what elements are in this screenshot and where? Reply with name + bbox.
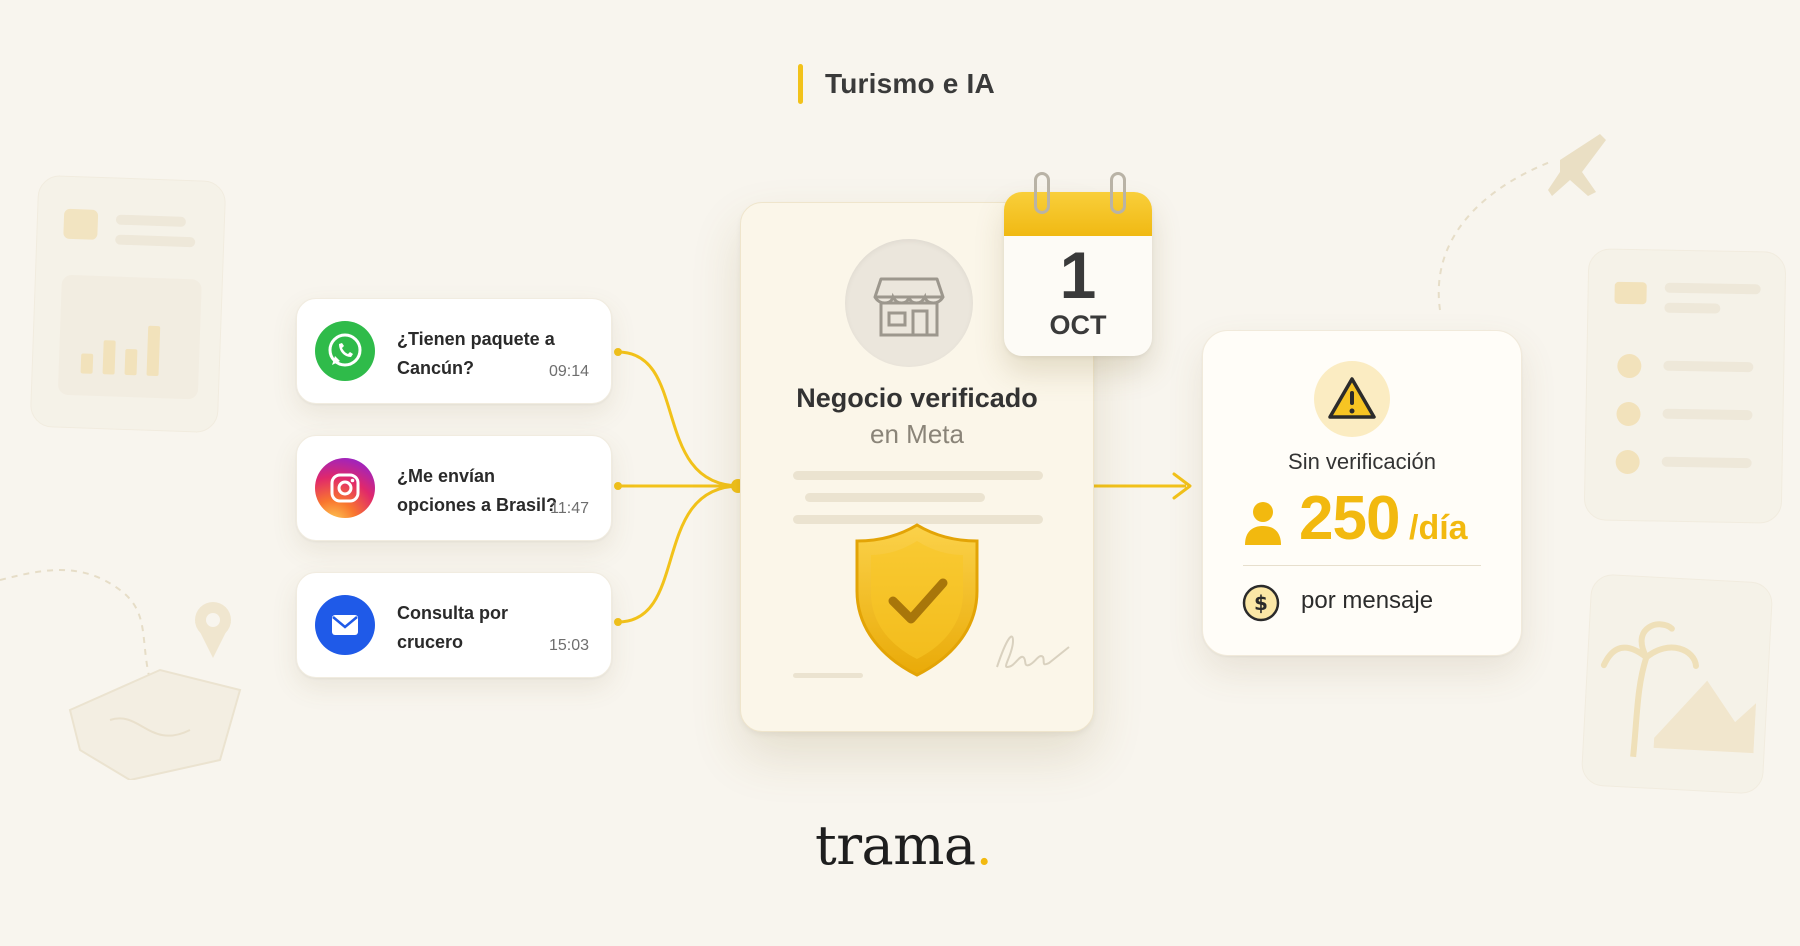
warning-icon-bg [1314,361,1390,437]
calendar-header [1004,192,1152,236]
message-time: 11:47 [550,500,589,517]
message-text: Consulta por crucero [397,603,508,652]
person-icon [1245,502,1281,545]
unverified-stat-card: Sin verificación 250 /día $ por mensaje [1202,330,1522,656]
dollar-coin-icon: $ [1242,584,1280,622]
message-card-instagram[interactable]: ¿Me envían opciones a Brasil? 11:47 [296,435,612,541]
message-text: ¿Me envían opciones a Brasil? [397,466,558,515]
stat-value: 250 [1299,484,1400,553]
brand-logo: trama. [815,814,993,877]
calendar-ring [1110,172,1126,214]
document-title: Negocio verificado [796,383,1038,413]
calendar-month: OCT [1049,310,1107,340]
message-time: 15:03 [548,637,589,654]
instagram-icon [315,458,375,518]
brand-dot: . [975,814,993,877]
stat-note: por mensaje [1301,587,1434,614]
header: Turismo e IA [798,64,995,104]
page-title: Turismo e IA [825,68,995,99]
calendar-ring [1034,172,1050,214]
brand-name: trama [815,814,976,877]
document-subtitle: en Meta [870,419,964,449]
shield-check-icon [855,523,979,677]
email-icon [315,595,375,655]
palm-tree-icon [1600,621,1757,758]
stat-label: Sin verificación [1288,449,1436,474]
message-card-email[interactable]: Consulta por crucero 15:03 [296,572,612,678]
ghost-beach-card [1580,573,1774,795]
message-text: ¿Tienen paquete a Cancún? [397,329,555,378]
calendar-icon: 1 OCT [1004,172,1152,356]
message-card-whatsapp[interactable]: ¿Tienen paquete a Cancún? 09:14 [296,298,612,404]
verified-document-card: Negocio verificado en Meta [740,202,1094,732]
message-time: 09:14 [548,363,589,380]
whatsapp-icon [315,321,375,381]
warning-icon [1328,377,1376,419]
stat-unit: /día [1409,509,1468,547]
airplane-icon [1437,134,1606,311]
svg-text:$: $ [1254,591,1268,615]
map-icon [0,569,242,780]
accent-bar [798,64,803,104]
divider [1243,565,1481,566]
store-icon-bg [845,239,973,367]
store-icon [873,277,945,337]
calendar-day: 1 [1059,238,1097,312]
signature-icon [996,635,1070,669]
